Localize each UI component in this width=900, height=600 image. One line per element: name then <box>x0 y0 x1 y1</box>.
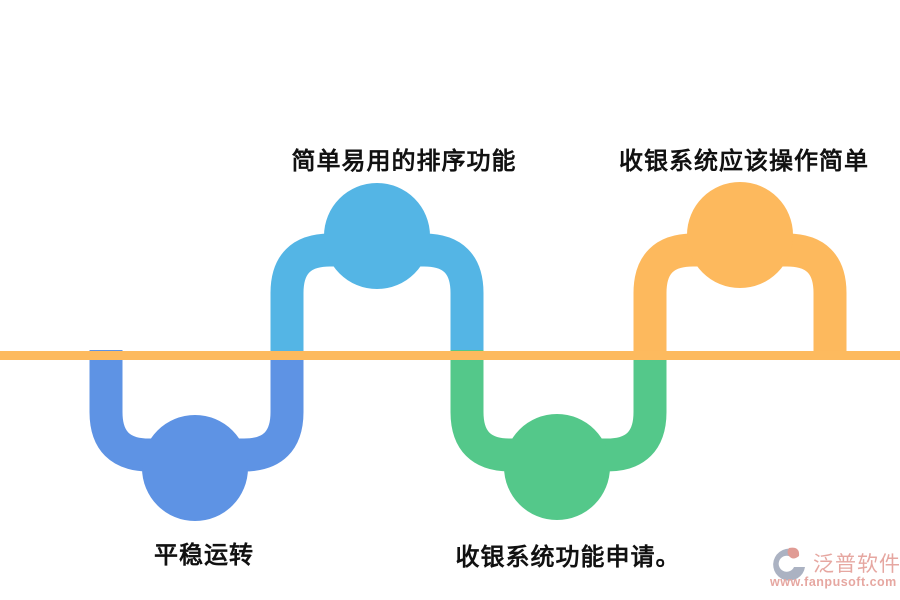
node-label-3: 收银系统功能申请。 <box>455 544 681 571</box>
fanpu-logo-icon <box>773 547 805 581</box>
node-circle-4 <box>687 182 793 288</box>
watermark-logo: 泛普软件 www.fanpusoft.com <box>769 545 900 595</box>
node-circle-1 <box>142 415 248 521</box>
node-label-1: 平稳运转 <box>154 542 254 569</box>
node-circle-2 <box>324 183 430 289</box>
timeline-line <box>0 351 900 360</box>
node-label-2: 简单易用的排序功能 <box>291 148 517 175</box>
node-circle-3 <box>504 414 610 520</box>
node-label-4: 收银系统应该操作简单 <box>619 148 869 175</box>
watermark-brand-name: 泛普软件 <box>813 553 900 576</box>
watermark-url: www.fanpusoft.com <box>770 575 897 589</box>
